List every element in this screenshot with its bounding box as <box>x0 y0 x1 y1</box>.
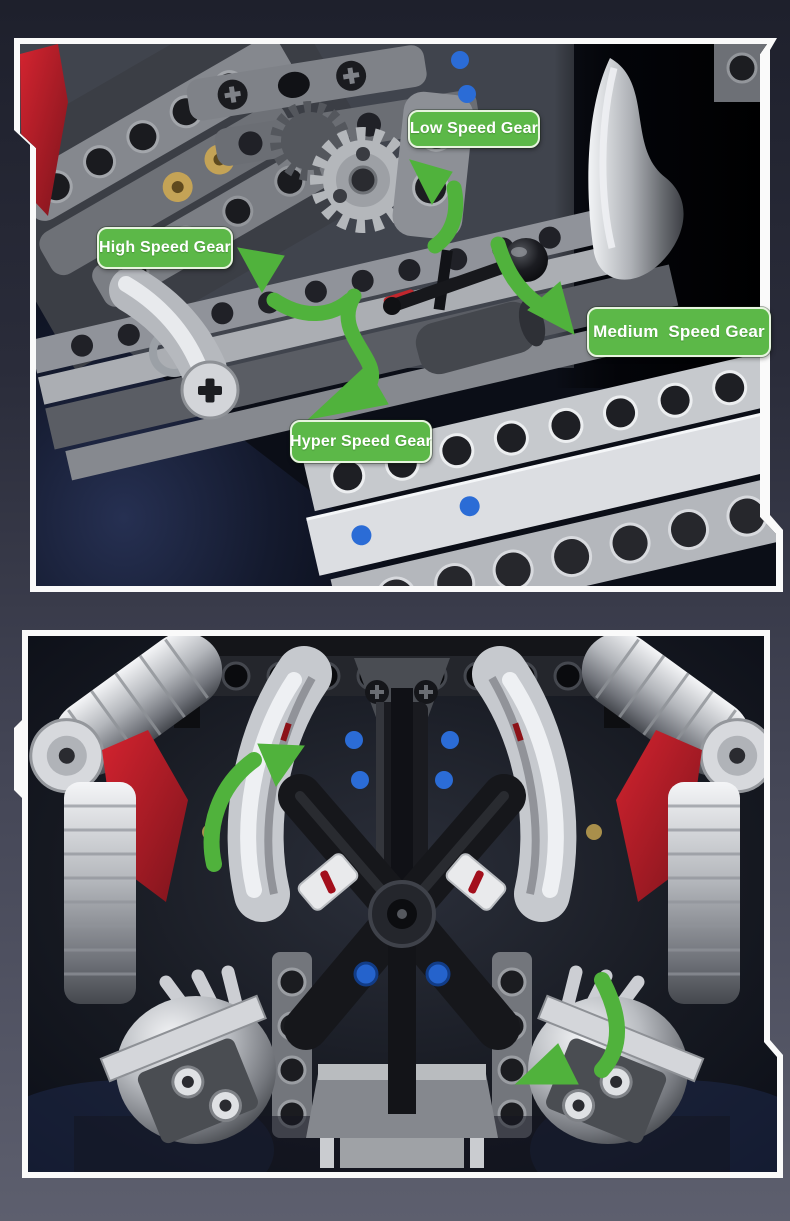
blue-pin <box>425 961 451 987</box>
gearbox-photo-svg <box>14 38 783 592</box>
engine-photo <box>28 636 777 1172</box>
medium-speed-arrow <box>490 236 575 335</box>
dark-background <box>20 133 434 586</box>
crank-arms <box>278 774 526 1114</box>
callout-high-speed-gear: High Speed Gear <box>97 227 233 269</box>
blue-pin <box>458 85 476 103</box>
rotation-arrows <box>203 743 626 1085</box>
red-marking <box>512 722 524 742</box>
gearbox-gears <box>270 101 416 233</box>
chrome-intake-left <box>227 646 332 922</box>
gearbox-panel: Low Speed Gear High Speed Gear Medium Sp… <box>14 38 783 592</box>
white-connector-right <box>445 853 507 911</box>
blue-pin <box>459 496 480 517</box>
red-marking <box>280 722 292 742</box>
callout-low-speed-gear: Low Speed Gear <box>408 110 540 148</box>
engine-photo-svg <box>14 630 783 1178</box>
silver-tower-right <box>668 782 740 1004</box>
engine-panel <box>14 630 783 1178</box>
chrome-canister-left <box>29 636 223 794</box>
blue-pin <box>451 51 469 69</box>
center-shaft <box>391 688 413 902</box>
engine-right-rotation-arrow <box>514 972 626 1085</box>
engine-left-rotation-arrow <box>203 743 305 872</box>
chrome-exhaust-pipe <box>109 267 240 420</box>
chrome-intake-runner <box>588 58 684 280</box>
blue-pin <box>351 525 372 546</box>
gear-arrows <box>237 159 575 420</box>
callout-medium-speed-gear: Medium Speed Gear <box>587 307 771 357</box>
chrome-intake-right <box>472 646 577 922</box>
silver-panels <box>302 350 776 586</box>
white-connector-left <box>297 853 359 911</box>
low-speed-arrow <box>409 159 464 254</box>
muffler-left <box>99 994 276 1144</box>
silver-tower-left <box>64 782 136 1004</box>
hyper-speed-arrow <box>307 288 389 420</box>
blue-pin <box>353 961 379 987</box>
callout-hyper-speed-gear: Hyper Speed Gear <box>290 420 432 463</box>
